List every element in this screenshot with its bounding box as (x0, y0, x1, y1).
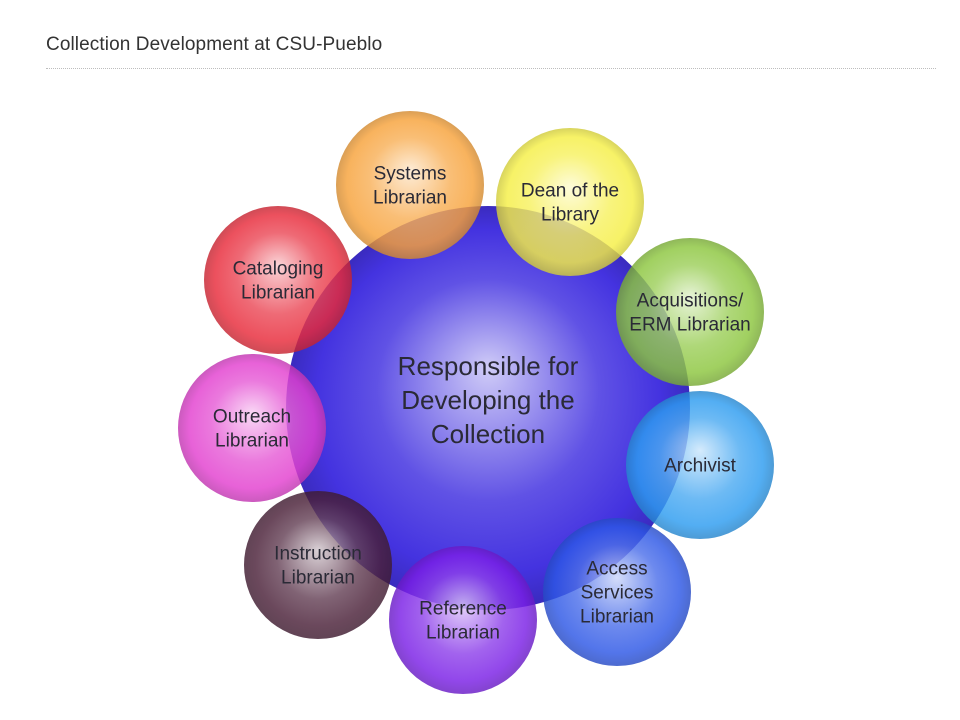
center-label-line: Responsible for (398, 351, 579, 381)
center-label-line: Collection (431, 419, 545, 449)
center-circle (286, 206, 690, 610)
node-circle-systems (336, 111, 484, 259)
node-label-outreach-line: Outreach (213, 407, 291, 428)
node-circle-acquisitions (616, 238, 764, 386)
node-circle-access-services (543, 518, 691, 666)
node-label-archivist: Archivist (664, 456, 737, 477)
node-circle-outreach (178, 354, 326, 502)
node-circle-reference (389, 546, 537, 694)
page-title: Collection Development at CSU-Pueblo (46, 34, 383, 55)
node-label-acquisitions: Acquisitions/ERM Librarian (629, 291, 750, 336)
nodes-layer (178, 111, 774, 694)
node-circle-instruction (244, 491, 392, 639)
node-label-dean-line: Dean of the (521, 181, 619, 202)
node-label-dean-line: Library (541, 205, 600, 226)
node-circle-cataloging (204, 206, 352, 354)
node-circle-dean (496, 128, 644, 276)
node-label-instruction-line: Librarian (281, 568, 355, 589)
node-label-acquisitions-line: Acquisitions/ (637, 291, 744, 312)
node-label-systems-line: Systems (374, 164, 447, 185)
center-label-line: Developing the (401, 385, 574, 415)
center-layer (286, 206, 690, 610)
title-divider (46, 68, 936, 69)
node-label-access-services-line: Access (586, 559, 647, 580)
node-label-access-services-line: Services (581, 583, 654, 604)
node-label-outreach-line: Librarian (215, 431, 289, 452)
node-circle-archivist (626, 391, 774, 539)
node-label-acquisitions-line: ERM Librarian (629, 315, 750, 336)
node-label-instruction-line: Instruction (274, 544, 362, 565)
node-label-cataloging-line: Cataloging (233, 259, 324, 280)
node-label-archivist-line: Archivist (664, 456, 737, 477)
node-label-reference-line: Reference (419, 599, 507, 620)
node-label-reference-line: Librarian (426, 623, 500, 644)
node-label-cataloging-line: Librarian (241, 283, 315, 304)
node-label-access-services-line: Librarian (580, 607, 654, 628)
node-label-systems-line: Librarian (373, 188, 447, 209)
